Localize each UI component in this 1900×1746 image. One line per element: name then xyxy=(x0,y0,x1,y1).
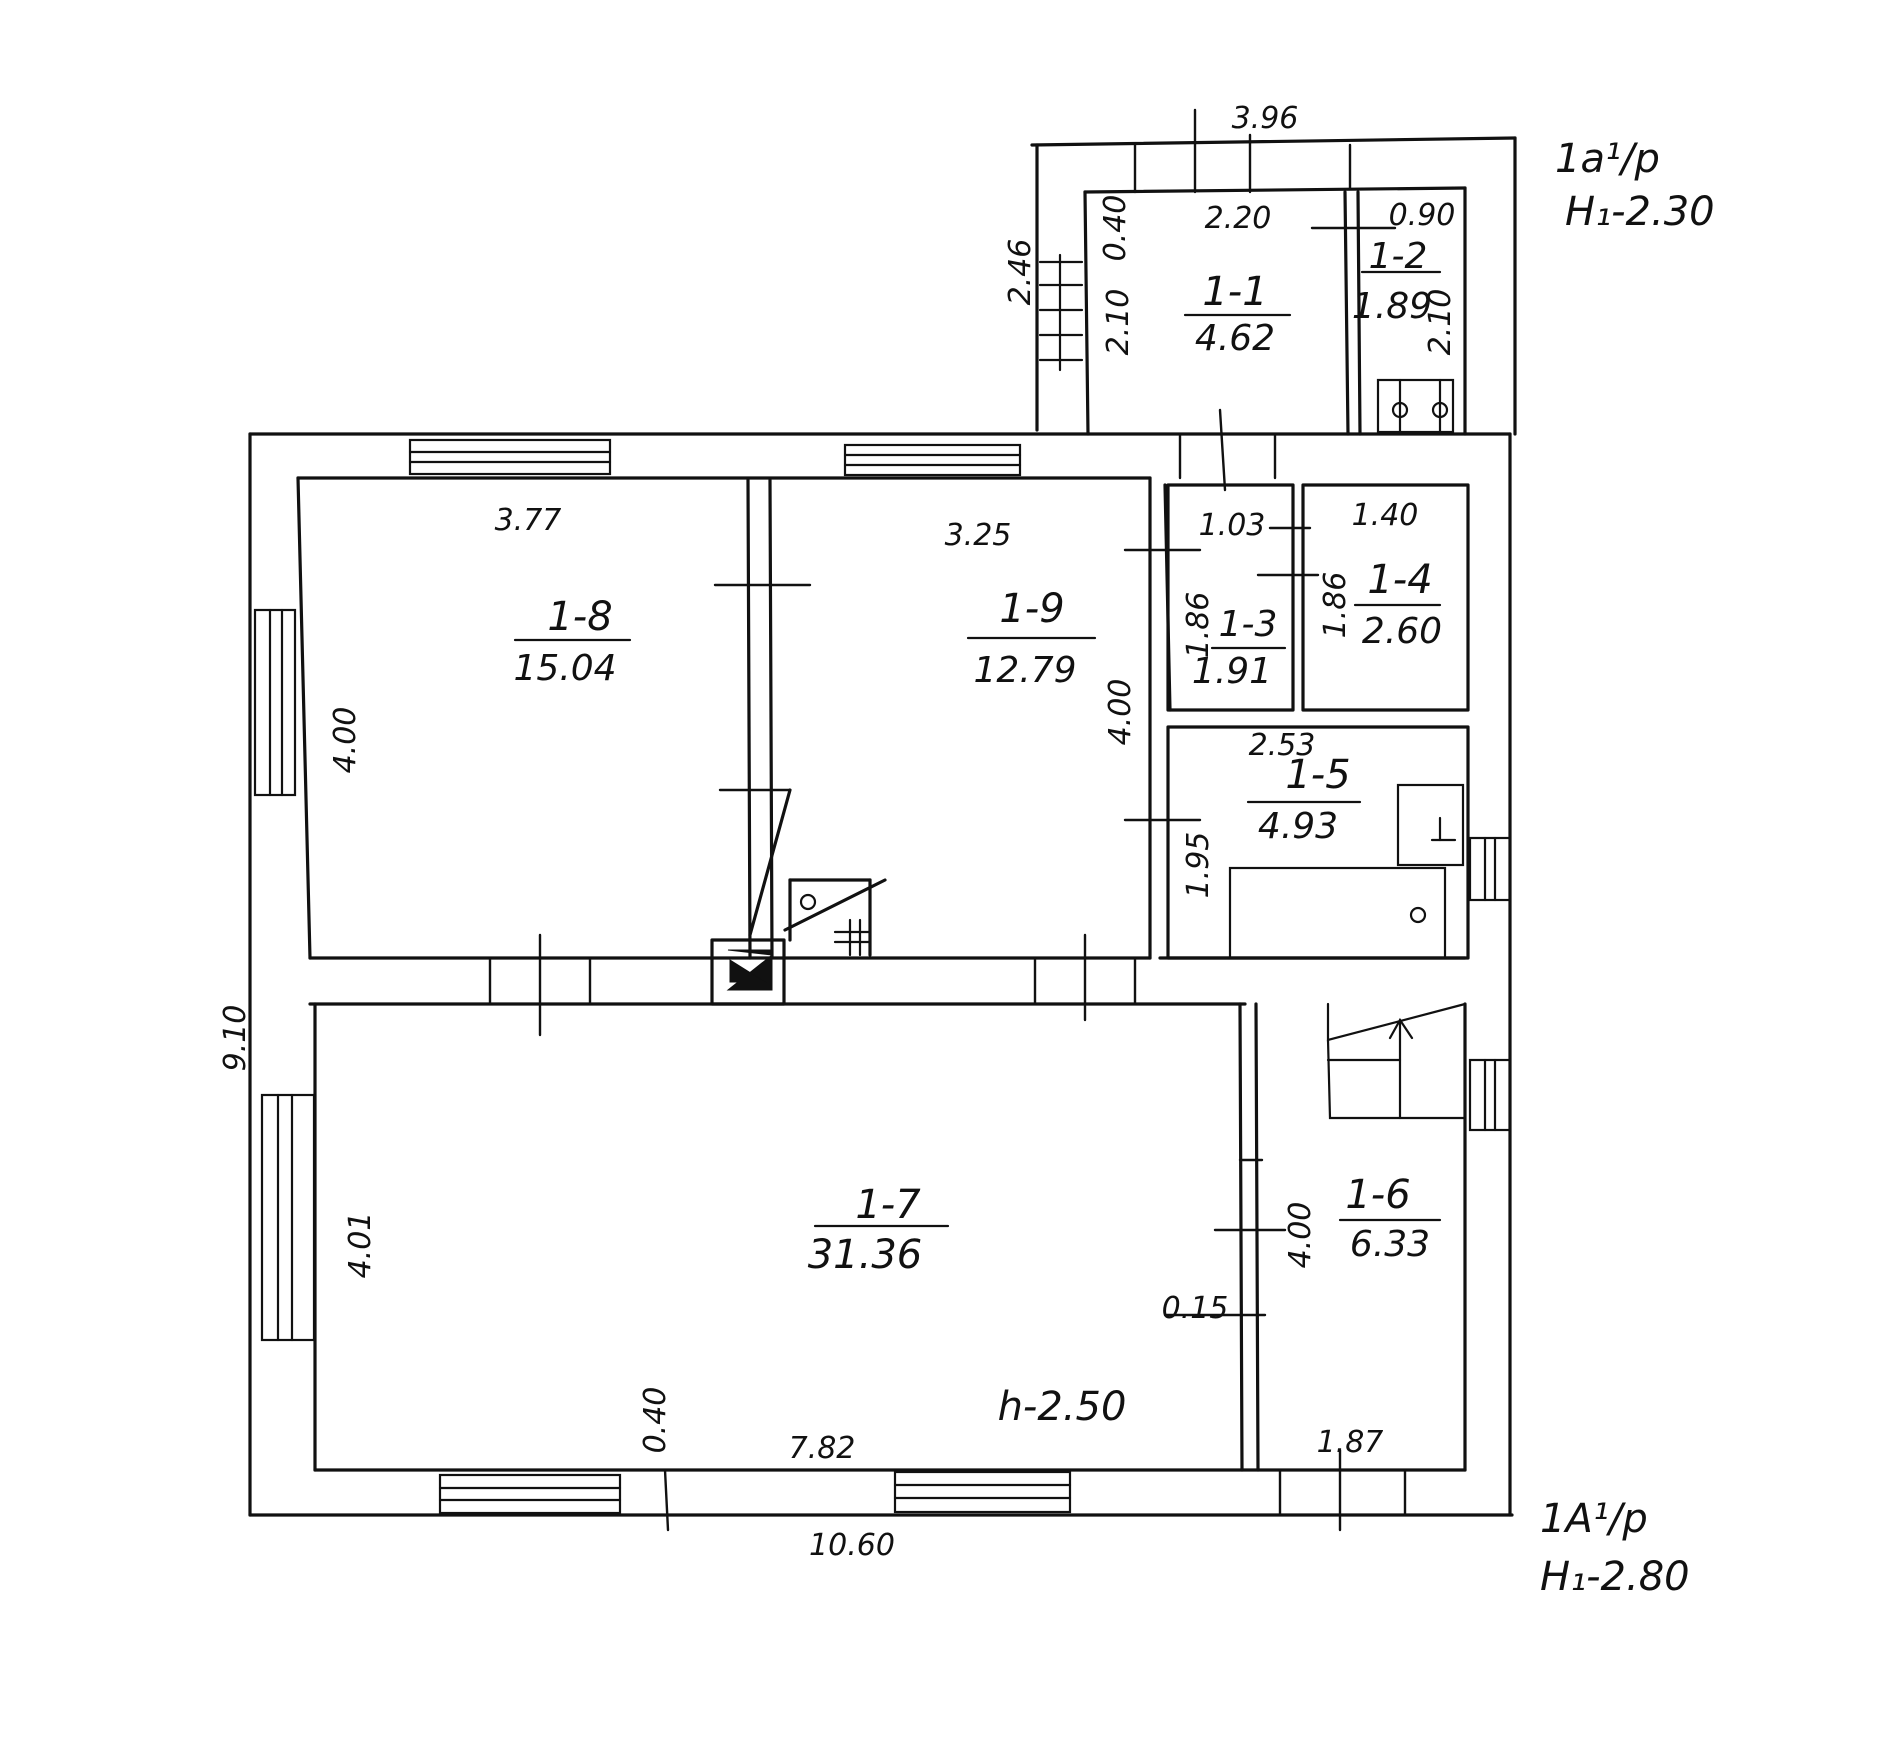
windows-top xyxy=(408,432,1277,480)
room-1-8-area: 15.04 xyxy=(513,648,616,689)
room-labels: 1-1 4.62 1-2 1.89 1-3 1.91 1-4 2.60 1-5 … xyxy=(513,236,1442,1430)
windows-bottom xyxy=(438,1448,1407,1532)
dim-2-20: 2.20 xyxy=(1205,201,1272,236)
room-1-7-id: 1-7 xyxy=(855,1182,921,1228)
dim-1-86-right: 1.86 xyxy=(1318,572,1353,639)
dim-3-77: 3.77 xyxy=(495,503,562,538)
dim-1-03: 1.03 xyxy=(1199,508,1266,543)
room-1-8-id: 1-8 xyxy=(547,594,612,640)
windows-left xyxy=(253,608,316,1342)
dim-2-46: 2.46 xyxy=(1003,239,1038,306)
dim-1-87: 1.87 xyxy=(1317,1425,1384,1460)
room-1-6-area: 6.33 xyxy=(1350,1224,1430,1265)
dim-4-00-room6: 4.00 xyxy=(1283,1202,1318,1269)
dim-1-86-left: 1.86 xyxy=(1181,592,1216,659)
room-1-5-id: 1-5 xyxy=(1285,752,1350,798)
room-1-9-area: 12.79 xyxy=(973,650,1076,691)
dim-7-82: 7.82 xyxy=(789,1431,856,1466)
room-1-2-area: 1.89 xyxy=(1352,286,1432,327)
room-1-6-id: 1-6 xyxy=(1345,1172,1410,1218)
dim-0-40-bottom: 0.40 xyxy=(638,1387,673,1454)
dim-0-15: 0.15 xyxy=(1162,1291,1229,1326)
annex-height: H₁-2.30 xyxy=(1565,189,1715,235)
room-1-3-id: 1-3 xyxy=(1219,604,1278,645)
house-height: H₁-2.80 xyxy=(1540,1554,1690,1600)
dim-9-10: 9.10 xyxy=(218,1005,253,1072)
dim-1-95: 1.95 xyxy=(1181,832,1216,899)
dim-4-00-room8: 4.00 xyxy=(328,707,363,774)
dim-2-10-left: 2.10 xyxy=(1101,289,1136,356)
ceiling-height-label: h-2.50 xyxy=(998,1384,1127,1430)
dim-10-60: 10.60 xyxy=(809,1528,895,1563)
house-code: 1A¹/p xyxy=(1540,1496,1648,1542)
annex-code: 1a¹/p xyxy=(1555,136,1660,182)
dimension-labels: 3.96 2.20 0.90 2.46 2.10 0.40 2.10 3.77 … xyxy=(218,101,1458,1563)
side-annotations: 1a¹/p H₁-2.30 1A¹/p H₁-2.80 xyxy=(1540,136,1715,1600)
room-1-2-id: 1-2 xyxy=(1369,236,1428,277)
dim-2-53: 2.53 xyxy=(1249,728,1316,763)
dim-3-96: 3.96 xyxy=(1232,101,1299,136)
annex-walls xyxy=(1030,108,1517,492)
room-1-3-area: 1.91 xyxy=(1192,651,1272,692)
room-1-9-id: 1-9 xyxy=(999,586,1064,632)
interior-walls xyxy=(308,476,1512,1472)
room-1-1-area: 4.62 xyxy=(1195,318,1275,359)
dim-2-10-right: 2.10 xyxy=(1423,289,1458,356)
dim-1-40: 1.40 xyxy=(1352,498,1419,533)
dim-3-25: 3.25 xyxy=(945,518,1012,553)
room-1-4-id: 1-4 xyxy=(1367,557,1432,603)
dim-0-40-top: 0.40 xyxy=(1098,195,1133,262)
room-1-4-area: 2.60 xyxy=(1362,611,1442,652)
dim-0-90: 0.90 xyxy=(1389,198,1456,233)
room-1-5-area: 4.93 xyxy=(1258,806,1338,847)
room-1-7-area: 31.36 xyxy=(808,1232,923,1278)
outer-walls xyxy=(248,432,1514,1517)
dim-4-00-room9: 4.00 xyxy=(1103,679,1138,746)
room-1-1-id: 1-1 xyxy=(1202,269,1267,315)
dim-4-01: 4.01 xyxy=(343,1212,378,1279)
